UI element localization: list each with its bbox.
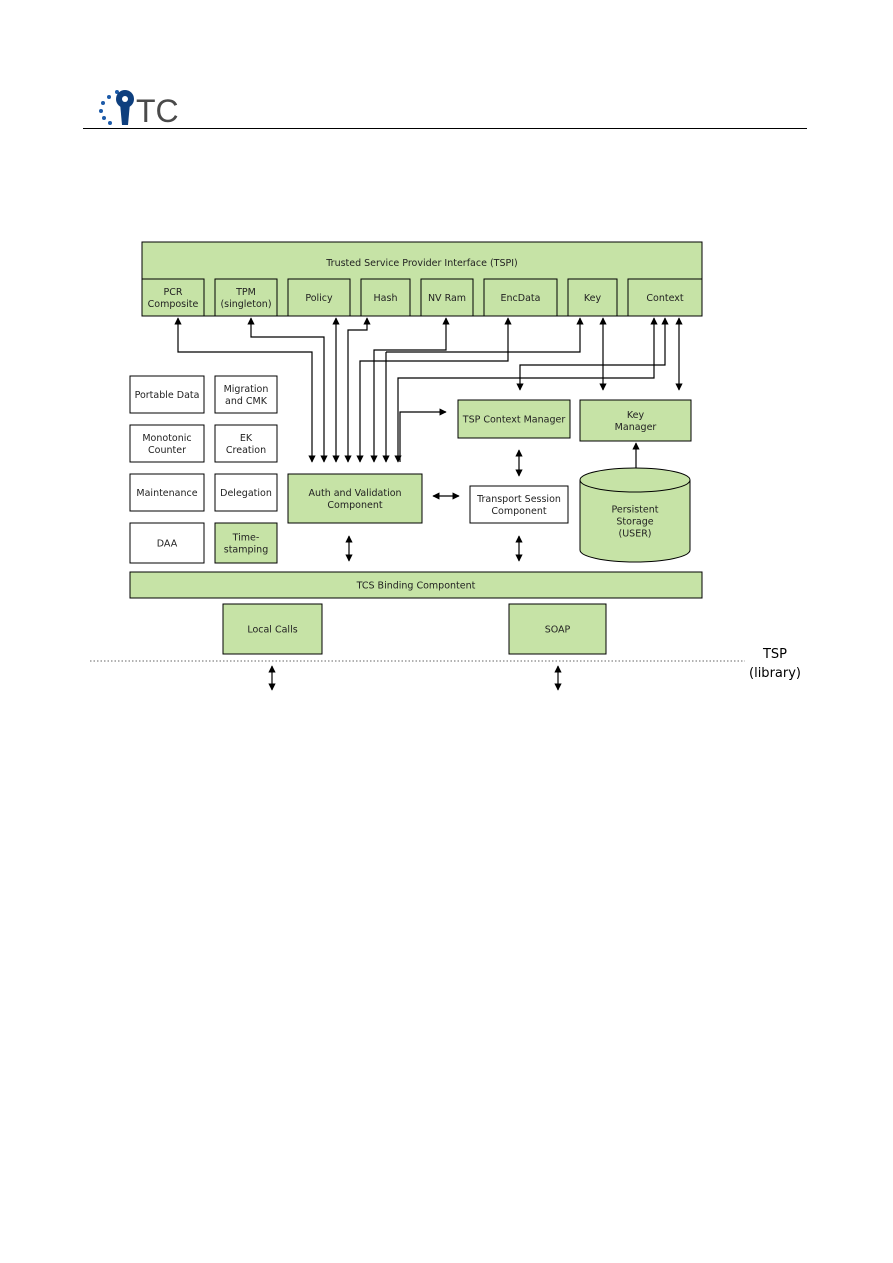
tspi-item-policy xyxy=(287,278,351,317)
module-time-stamping xyxy=(214,522,278,564)
transport-session-component-label-line-2: Component xyxy=(491,506,546,517)
module-migration-cmk xyxy=(214,375,278,414)
tspi-title: Trusted Service Provider Interface (TSPI… xyxy=(325,258,518,269)
key-manager-label-line-1: Key xyxy=(627,410,645,421)
logo-keyhole-icon xyxy=(116,90,134,125)
module-time-stamping-label-line-1: Time- xyxy=(232,533,260,544)
persistent-storage-label-line-1: Persistent xyxy=(612,505,659,516)
tspi-item-policy-label-line-1: Policy xyxy=(305,293,333,304)
module-migration-cmk-label-line-2: and CMK xyxy=(225,396,268,407)
tspi-item-nv-ram xyxy=(420,278,474,317)
itc-logo: TC xyxy=(99,90,179,129)
tspi-item-tpm-singleton-label-line-2: (singleton) xyxy=(220,299,271,310)
logo-text: TC xyxy=(136,93,179,129)
soap-label-line-1: SOAP xyxy=(545,625,571,636)
tspi-item-hash-label-line-1: Hash xyxy=(374,293,398,304)
key-manager xyxy=(579,399,692,442)
module-time-stamping-label-line-2: stamping xyxy=(224,545,268,556)
tspi-item-hash xyxy=(360,278,411,317)
module-delegation-label-line-1: Delegation xyxy=(220,488,272,499)
local-calls-label-line-1: Local Calls xyxy=(247,625,297,636)
tspi-item-encdata-label-line-1: EncData xyxy=(501,293,541,304)
conn-key-a xyxy=(386,317,584,353)
module-daa-label-line-1: DAA xyxy=(157,539,178,550)
auth-validation-component xyxy=(287,473,423,524)
tspi-item-pcr-composite-label-line-1: PCR xyxy=(164,287,183,298)
module-portable-data xyxy=(129,375,205,414)
tspi-item-tpm-singleton xyxy=(214,278,278,317)
persistent-storage-top xyxy=(579,467,691,493)
connector-lines xyxy=(174,317,683,691)
boundary-label-line-2: (library) xyxy=(749,666,801,681)
transport-session-component xyxy=(469,485,569,524)
key-manager-label-line-2: Manager xyxy=(615,422,657,433)
module-migration-cmk-label-line-1: Migration xyxy=(224,384,269,395)
module-ek-creation xyxy=(214,424,278,463)
tsp-context-manager-label-line-1: TSP Context Manager xyxy=(462,415,566,426)
conn-nvram-auth xyxy=(370,317,450,463)
conn-tpm-auth xyxy=(247,317,328,463)
tspi-item-pcr-composite-label-line-2: Composite xyxy=(148,299,199,310)
persistent-storage-label-line-3: (USER) xyxy=(619,529,652,540)
module-monotonic-counter-label-line-1: Monotonic xyxy=(142,433,191,444)
persistent-storage xyxy=(579,480,691,563)
conn-hash-auth xyxy=(344,317,371,463)
tspi-item-context-label-line-1: Context xyxy=(646,293,683,304)
auth-validation-component-label-line-1: Auth and Validation xyxy=(308,488,401,499)
conn-context-tspcm xyxy=(516,317,669,391)
module-daa xyxy=(129,522,205,564)
module-delegation xyxy=(214,473,278,512)
tspi-item-nv-ram-label-line-1: NV Ram xyxy=(428,293,466,304)
tspi-item-context xyxy=(627,278,703,317)
page-header: TC xyxy=(0,0,893,140)
module-ek-creation-label-line-2: Creation xyxy=(226,445,266,456)
module-monotonic-counter-label-line-2: Counter xyxy=(148,445,186,456)
tcs-binding-component xyxy=(129,571,703,599)
conn-auth-tspcm xyxy=(399,408,447,462)
tspi-item-key-label-line-1: Key xyxy=(584,293,602,304)
conn-encdata-auth xyxy=(356,317,512,463)
tcs-binding-component-label-line-1: TCS Binding Compontent xyxy=(356,581,476,592)
module-monotonic-counter xyxy=(129,424,205,463)
header-divider xyxy=(83,128,807,129)
module-maintenance-label-line-1: Maintenance xyxy=(136,488,197,499)
module-portable-data-label-line-1: Portable Data xyxy=(135,390,200,401)
tspi-item-encdata xyxy=(483,278,558,317)
auth-validation-component-label-line-2: Component xyxy=(327,500,382,511)
local-calls xyxy=(222,603,323,655)
logo-stars-icon xyxy=(99,90,119,125)
boundary-label-line-1: TSP xyxy=(762,647,787,662)
soap xyxy=(508,603,607,655)
tspi-item-pcr-composite xyxy=(141,278,205,317)
module-ek-creation-label-line-1: EK xyxy=(240,433,253,444)
tspi-item-tpm-singleton-label-line-1: TPM xyxy=(235,287,256,298)
persistent-storage-label-line-2: Storage xyxy=(616,517,653,528)
tspi-item-key xyxy=(567,278,618,317)
tsp-context-manager xyxy=(457,399,571,439)
transport-session-component-label-line-1: Transport Session xyxy=(476,494,561,505)
component-boxes: Trusted Service Provider Interface (TSPI… xyxy=(129,241,703,655)
module-maintenance xyxy=(129,473,205,512)
